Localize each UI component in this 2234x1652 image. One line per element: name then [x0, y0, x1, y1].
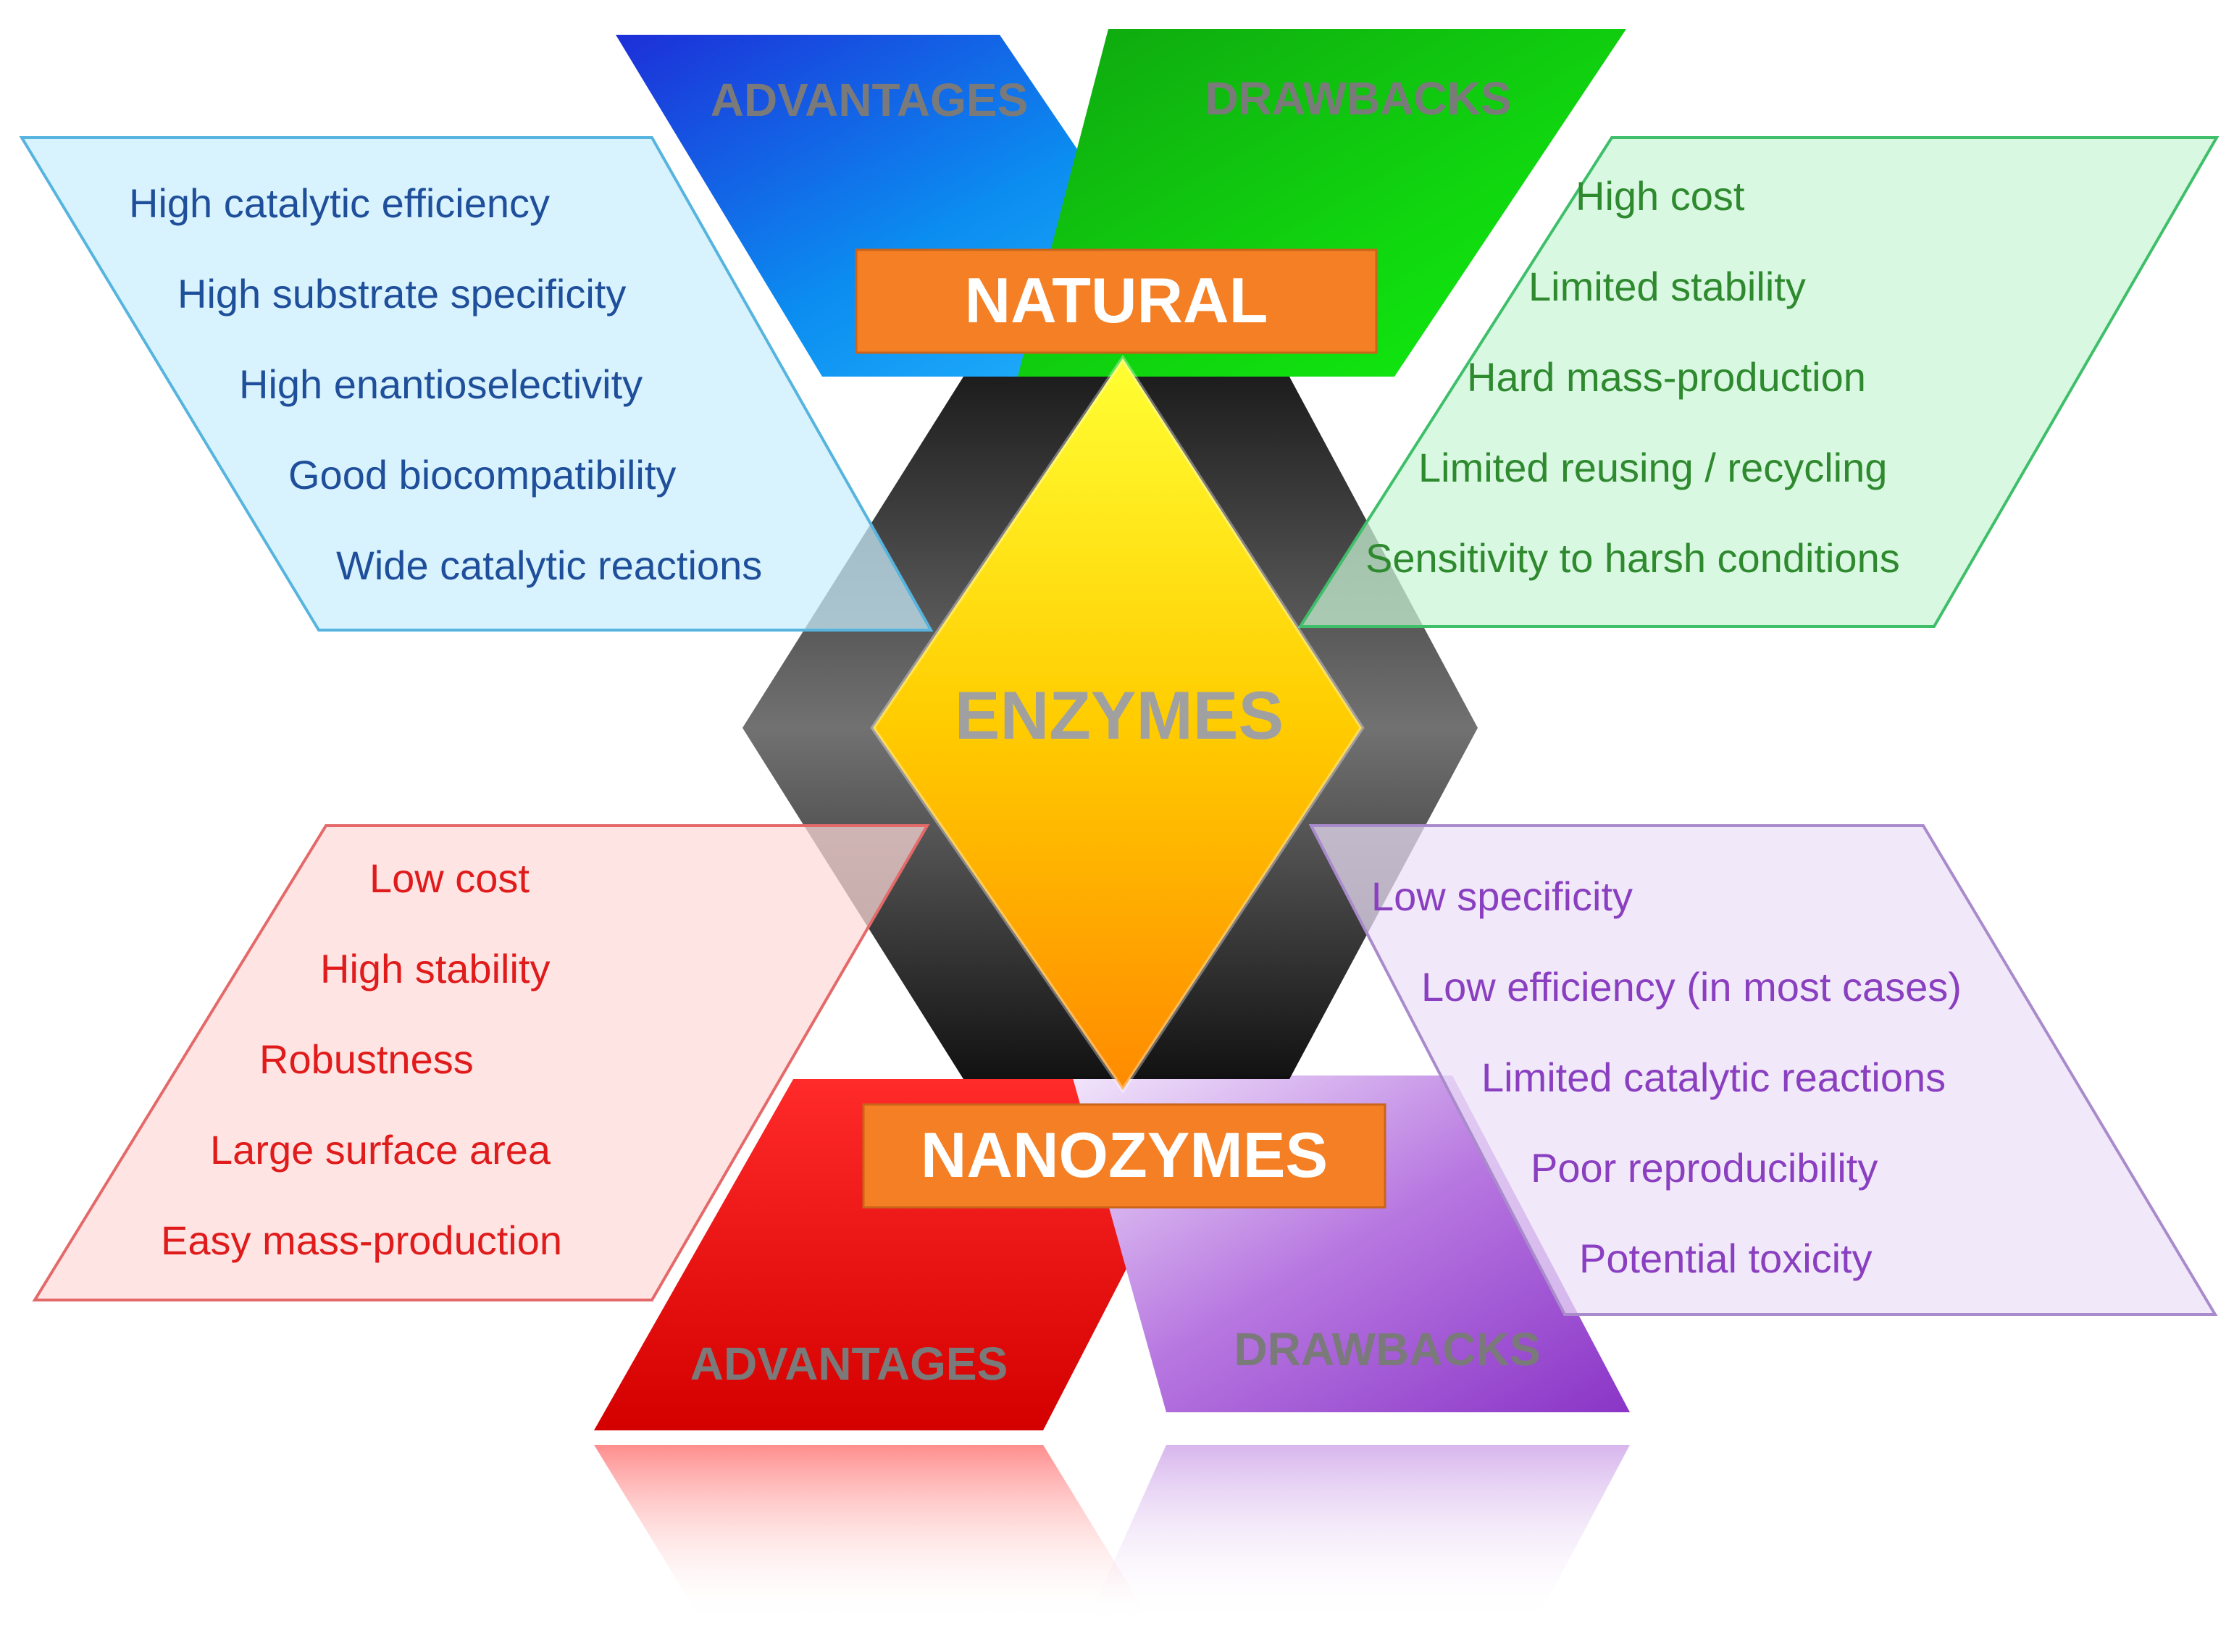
nanozymes-title-box [862, 1103, 1386, 1209]
nanozymes-drawback-item: Poor reproducibility [1531, 1145, 1878, 1191]
natural-drawback-item: Limited stability [1528, 264, 1806, 309]
nanozymes-drawbacks-label: DRAWBACKS [1234, 1323, 1540, 1375]
natural-drawback-item: Limited reusing / recycling [1418, 445, 1887, 490]
natural-advantage-item: High substrate specificity [177, 271, 626, 316]
nanozymes-advantages-panel [32, 824, 930, 1301]
nanozymes-drawback-item: Limited catalytic reactions [1481, 1054, 1946, 1100]
natural-advantage-item: High enantioselectivity [239, 361, 643, 407]
advantages-tab-reflection [594, 1445, 1152, 1622]
nanozymes-drawback-item: Potential toxicity [1579, 1236, 1873, 1281]
natural-title: NATURAL [965, 264, 1268, 336]
natural-drawbacks-panel [1297, 136, 2220, 628]
natural-drawback-item: Hard mass-production [1467, 354, 1866, 400]
natural-title-box [855, 248, 1378, 354]
natural-drawback-item: Sensitivity to harsh conditions [1365, 535, 1900, 581]
natural-advantages-label: ADVANTAGES [711, 74, 1029, 126]
center-yellow-diamond [873, 359, 1362, 1090]
natural-advantage-item: Wide catalytic reactions [336, 542, 762, 588]
nanozymes-advantage-item: Large surface area [210, 1127, 551, 1173]
nanozymes-drawbacks-panel [1308, 824, 2218, 1316]
natural-advantage-item: High catalytic efficiency [129, 180, 550, 226]
nanozymes-advantage-item: Robustness [259, 1036, 474, 1082]
nanozymes-advantage-item: High stability [320, 946, 550, 991]
natural-drawback-item: High cost [1576, 173, 1745, 219]
nanozymes-advantage-item: Low cost [369, 855, 530, 901]
nanozymes-advantages-label: ADVANTAGES [690, 1338, 1008, 1390]
center-label: ENZYMES [955, 677, 1284, 753]
nanozymes-advantage-item: Easy mass-production [161, 1217, 562, 1263]
nanozymes-title: NANOZYMES [921, 1119, 1328, 1191]
drawbacks-tab-reflection [1087, 1445, 1630, 1622]
natural-advantages-panel [19, 136, 934, 632]
natural-drawbacks-label: DRAWBACKS [1205, 72, 1511, 125]
center-diamond-highlight [870, 354, 1365, 1094]
nanozymes-drawback-item: Low efficiency (in most cases) [1421, 964, 1962, 1010]
nanozymes-drawback-item: Low specificity [1371, 873, 1633, 919]
natural-advantage-item: Good biocompatibility [288, 452, 676, 498]
